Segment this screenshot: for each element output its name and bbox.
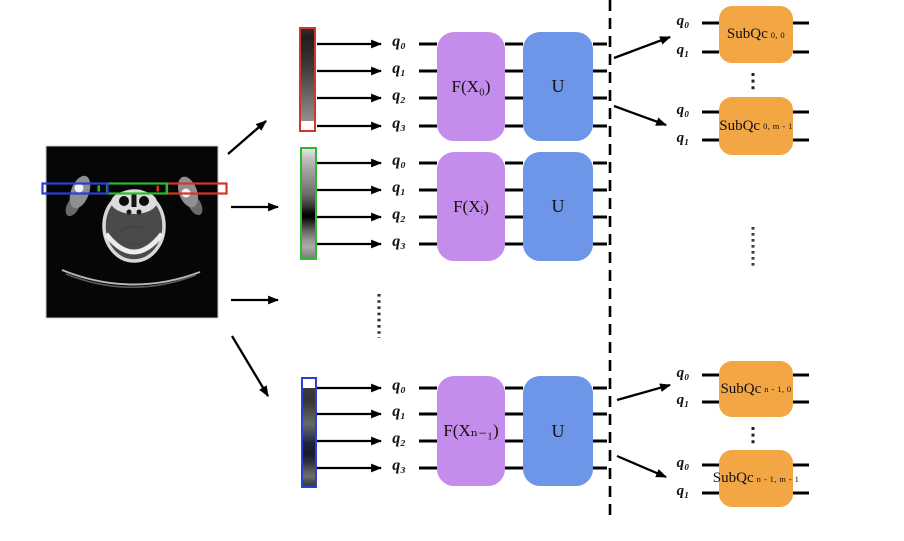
qubit-label: q₁ [676,42,690,58]
qubit-label: q₃ [392,233,406,250]
pixel-strip-blue [301,377,317,488]
strip-white-cell [303,379,315,388]
strip-qubit-arrows [317,39,383,473]
subqc-label: SubQc [719,117,761,134]
qubit-label: q₀ [676,13,690,29]
qubit-label: q₁ [676,392,690,408]
qubit-label: q₂ [392,430,406,447]
feature-map-box: F(Xₙ₋₁) [437,376,505,486]
circuit-wires [419,21,809,495]
subqc-label: SubQc [712,470,754,486]
strip-white-cell [301,121,314,130]
qubit-label: q₃ [392,115,406,132]
subqc-subscript: 0, m - 1 [763,121,793,131]
ct-scan-image [45,145,219,319]
subqc-arrows [613,35,672,479]
qubit-label: q₀ [676,102,690,118]
feature-map-box: F(X₀) [437,32,505,141]
unitary-box: U [523,32,593,141]
qubit-label: q₃ [392,457,406,474]
qubit-label: q₀ [676,365,690,381]
pixel-strip-red [299,27,316,132]
pixel-strip-green [300,147,317,260]
qubit-label: q₀ [392,152,406,169]
subqc-subscript: n - 1, m - 1 [756,473,800,484]
subqc-subscript: 0, 0 [770,29,786,40]
qubit-label: q₂ [392,206,406,223]
qubit-label: q₁ [392,179,406,196]
subqc-subscript: n - 1, 0 [764,384,792,394]
qubit-label: q₀ [392,33,406,50]
qubit-label: q₁ [392,403,406,420]
qubit-label: q₁ [676,483,690,499]
subqc-label: SubQc [726,26,768,42]
fanout-arrows [227,120,280,397]
ellipsis-dots [377,73,755,446]
qubit-label: q₀ [676,455,690,471]
row-overlay-rects [41,182,228,195]
qubit-label: q₂ [392,87,406,104]
qubit-label: q₀ [392,377,406,394]
qubit-label: q₁ [392,60,406,77]
subqc-label: SubQc [720,380,762,397]
qubit-label: q₁ [676,130,690,146]
unitary-box: U [523,376,593,486]
feature-map-box: F(Xᵢ) [437,152,505,261]
unitary-box: U [523,152,593,261]
